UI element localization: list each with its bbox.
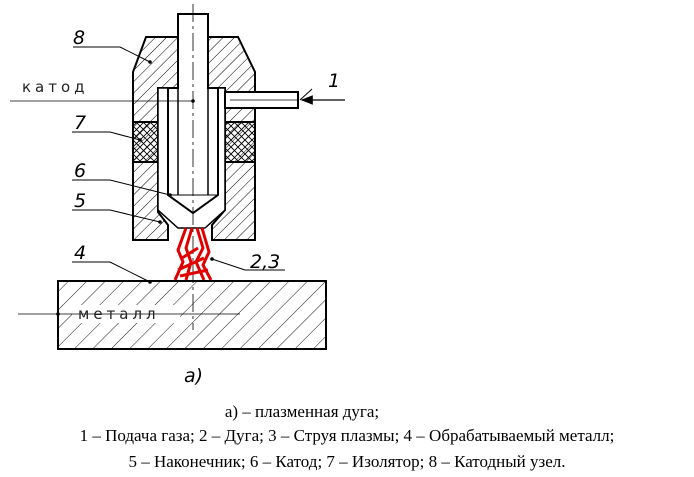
label-6: 6 [74,160,86,182]
leader-lines [72,46,313,283]
caption-line-2: 5 – Наконечник; 6 – Катод; 7 – Изолятор;… [128,452,566,471]
label-part-a: а) [184,365,203,387]
insulator-right [224,121,256,163]
label-4: 4 [74,242,86,264]
label-1: 1 [328,70,340,92]
label-7: 7 [74,112,86,134]
label-cathode: катод [22,78,89,96]
label-2-3: 2,3 [250,251,280,273]
label-metal: металл [78,305,160,323]
caption-line-1: 1 – Подача газа; 2 – Дуга; 3 – Струя пла… [79,426,615,445]
caption-title: а) – плазменная дуга; [224,402,380,421]
plasma-arc [173,227,213,281]
insulator-left [132,121,159,163]
label-8: 8 [73,27,85,49]
label-5: 5 [74,190,86,212]
plasma-torch-diagram: 8 1 7 6 5 4 2,3 катод металл а) [10,4,345,387]
